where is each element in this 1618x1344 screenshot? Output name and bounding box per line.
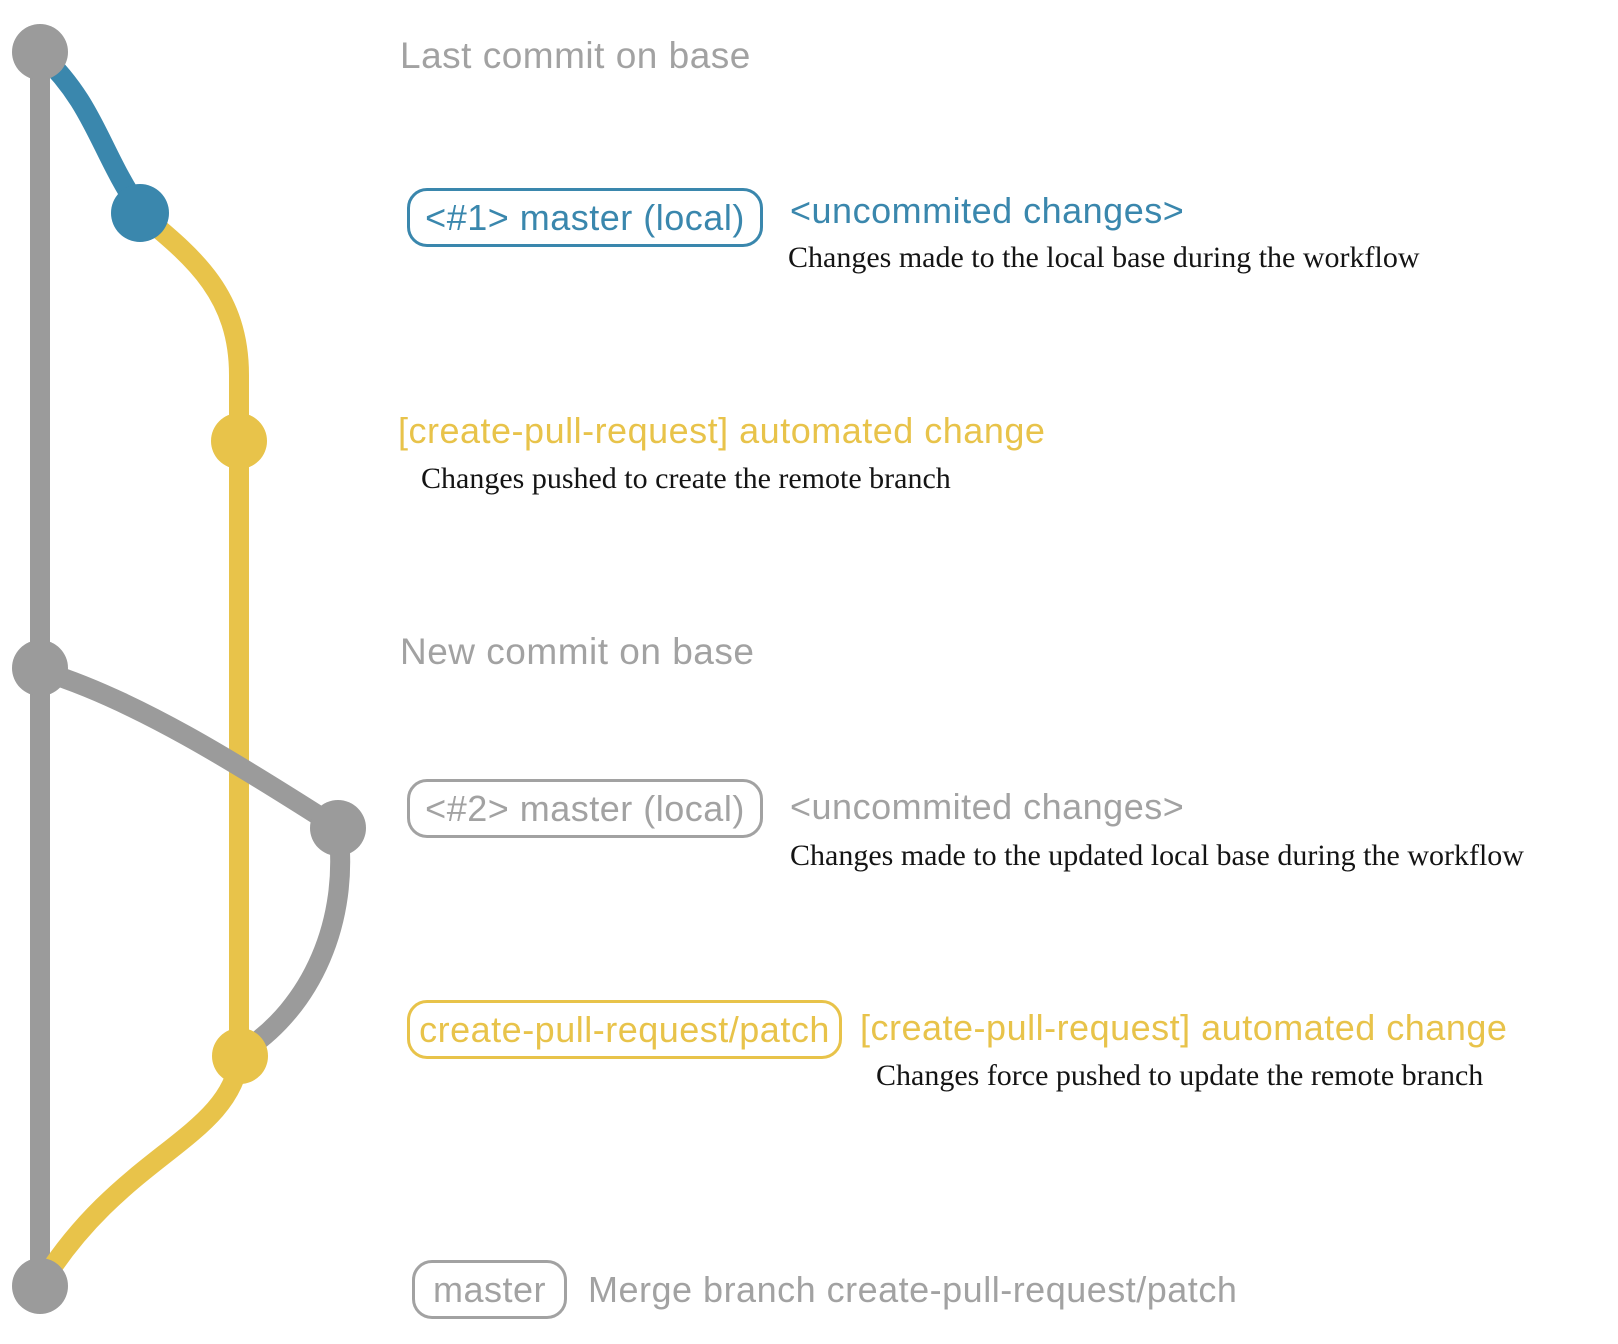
commit-description-3: Changes made to the updated local base d… [790, 839, 1524, 872]
commit-message-automated-1: [create-pull-request] automated change [398, 410, 1046, 451]
commit-dot-new-base [12, 640, 68, 696]
branch-badge-create-pull-request-patch: create-pull-request/patch [407, 1000, 842, 1059]
commit-dot-merge [12, 1258, 68, 1314]
commit-description-4: Changes force pushed to update the remot… [876, 1059, 1484, 1092]
commit-message-automated-2: [create-pull-request] automated change [860, 1007, 1508, 1048]
branch-badge-create-pull-request-patch-label: create-pull-request/patch [419, 1008, 830, 1050]
branch-badge-master-local-2: <#2> master (local) [407, 779, 763, 838]
commit-message-uncommited-1: <uncommited changes> [790, 190, 1185, 231]
force-push-line [232, 818, 351, 1062]
commit-dot-local-master-1 [111, 184, 169, 242]
merge-line [30, 1046, 250, 1296]
commit-description-2: Changes pushed to create the remote bran… [421, 462, 951, 495]
branch-badge-master-label: master [432, 1268, 547, 1310]
commit-dot-local-master-2 [310, 800, 366, 856]
commit-message-uncommited-2: <uncommited changes> [790, 786, 1185, 827]
branch-badge-master-local-1-label: <#1> master (local) [425, 196, 745, 238]
commit-message-merge: Merge branch create-pull-request/patch [588, 1269, 1238, 1310]
updated-local-master-branch-line [35, 662, 348, 838]
branch-badge-master: master [412, 1260, 567, 1319]
new-commit-on-base-label: New commit on base [400, 631, 755, 672]
last-commit-on-base-label: Last commit on base [400, 35, 751, 76]
local-master-branch-line [32, 45, 150, 220]
commit-dot-last-base [12, 24, 68, 80]
commit-dot-automated-change-2 [212, 1028, 268, 1084]
commit-description-1: Changes made to the local base during th… [788, 241, 1420, 274]
create-pull-request-branch-line [130, 203, 249, 1066]
commit-dot-automated-change-1 [211, 413, 267, 469]
branch-badge-master-local-1: <#1> master (local) [407, 188, 763, 247]
branch-badge-master-local-2-label: <#2> master (local) [425, 787, 745, 829]
